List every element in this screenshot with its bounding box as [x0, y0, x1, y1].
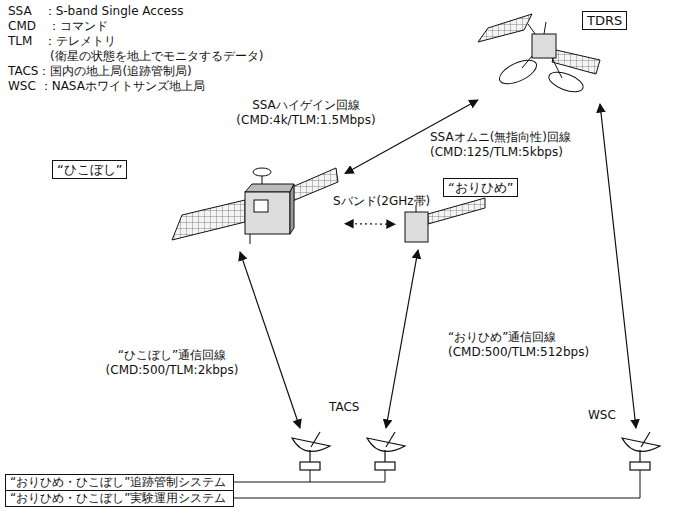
abbreviation: SSA ：S-band Single Access — [8, 4, 183, 19]
satellite-node: “おりひめ” — [395, 178, 525, 248]
system-name: “おりひめ・ひこぼし”追跡管制システム — [10, 475, 226, 490]
station-name: WSC — [588, 408, 616, 423]
hikoboshi-satellite — [172, 168, 338, 244]
abbreviation: WSC ：NASAホワイトサンズ地上局 — [8, 79, 205, 94]
abbreviation: CMD ：コマンド — [8, 19, 108, 34]
satellite-name: TDRS — [582, 11, 627, 30]
abbreviation: TACS：国内の地上局(追跡管制局) — [8, 64, 192, 79]
link-label: “ひこぼし”通信回線 (CMD:500/TLM:2kbps) — [88, 348, 256, 378]
link-label: “おりひめ”通信回線 (CMD:500/TLM:512bps) — [448, 330, 628, 360]
link-arrow — [345, 223, 395, 225]
link-label: SSAオムニ(無指向性)回線 (CMD:125/TLM:5kbps) — [430, 130, 615, 160]
abbreviation-note: (衛星の状態を地上でモニタするデータ) — [50, 49, 263, 64]
system-name: “おりひめ・ひこぼし”実験運用システム — [10, 491, 226, 506]
satellite-name: “おりひめ” — [443, 178, 518, 197]
satellite-name: “ひこぼし” — [52, 160, 127, 179]
link-label: Sバンド(2GHz帯) — [333, 194, 430, 209]
station-name: TACS — [329, 400, 359, 415]
ground-link — [240, 104, 636, 428]
link-label: SSAハイゲイン回線 (CMD:4k/TLM:1.5Mbps) — [226, 98, 386, 128]
tacs-antenna — [292, 432, 330, 470]
system-box: “おりひめ・ひこぼし”追跡管制システム — [5, 474, 234, 491]
abbreviation: TLM ：テレメトリ — [8, 34, 116, 49]
system-box: “おりひめ・ひこぼし”実験運用システム — [5, 490, 234, 507]
satellite-node: “ひこぼし” — [165, 165, 345, 250]
tacs-antenna — [367, 432, 405, 470]
satellite-node: TDRS — [470, 8, 628, 100]
wsc-antenna — [622, 432, 660, 470]
